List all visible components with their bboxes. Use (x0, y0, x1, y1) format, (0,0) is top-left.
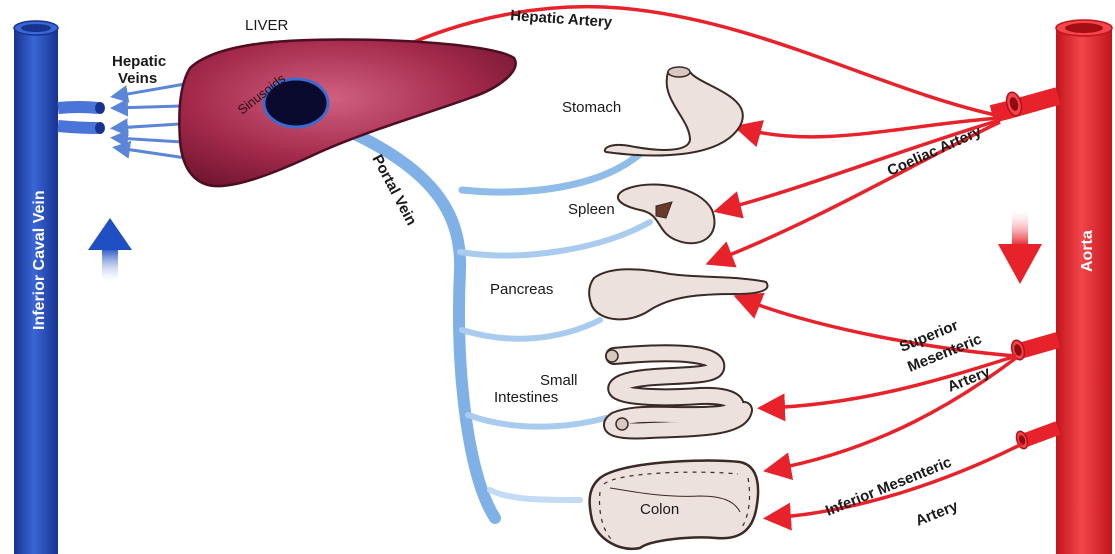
downward-flow-arrow-icon (998, 210, 1042, 284)
hepatic-artery-label: Hepatic Artery (510, 7, 614, 31)
superior-mesenteric-artery-trunk (1010, 339, 1058, 361)
spleen-label: Spleen (568, 201, 615, 218)
aorta (1056, 20, 1112, 554)
coeliac-artery-trunk (992, 91, 1058, 118)
hepatic-veins-label-line1: Hepatic (112, 53, 166, 70)
colon-label: Colon (640, 501, 679, 518)
spleen-vein (460, 222, 650, 255)
small-intestines-label-line2: Intestines (494, 389, 558, 406)
spleen (618, 184, 715, 243)
intestines-vein (468, 415, 606, 427)
inferior-mesenteric-artery-trunk (1014, 428, 1058, 450)
small-intestines-label-line1: Small (540, 372, 578, 389)
aorta-label: Aorta (1079, 230, 1096, 272)
liver (179, 39, 515, 186)
colon-vein (490, 490, 580, 500)
portal-vein-trunk (310, 115, 495, 518)
pancreas-vein (462, 320, 600, 339)
pancreas (589, 269, 767, 319)
small-intestines (606, 350, 744, 431)
inferior-caval-vein (14, 21, 105, 554)
stomach-vein (462, 152, 642, 192)
hepatic-vein-arrows (116, 84, 186, 158)
liver-label: LIVER (245, 17, 289, 34)
pancreas-label: Pancreas (490, 281, 553, 298)
stomach-label: Stomach (562, 99, 621, 116)
upward-flow-arrow-icon (88, 218, 132, 282)
inferior-mesenteric-label-line2: Artery (913, 497, 961, 530)
inferior-caval-vein-label: Inferior Caval Vein (31, 190, 48, 330)
stomach (605, 67, 743, 155)
hepatic-veins-label-line2: Veins (118, 70, 157, 87)
